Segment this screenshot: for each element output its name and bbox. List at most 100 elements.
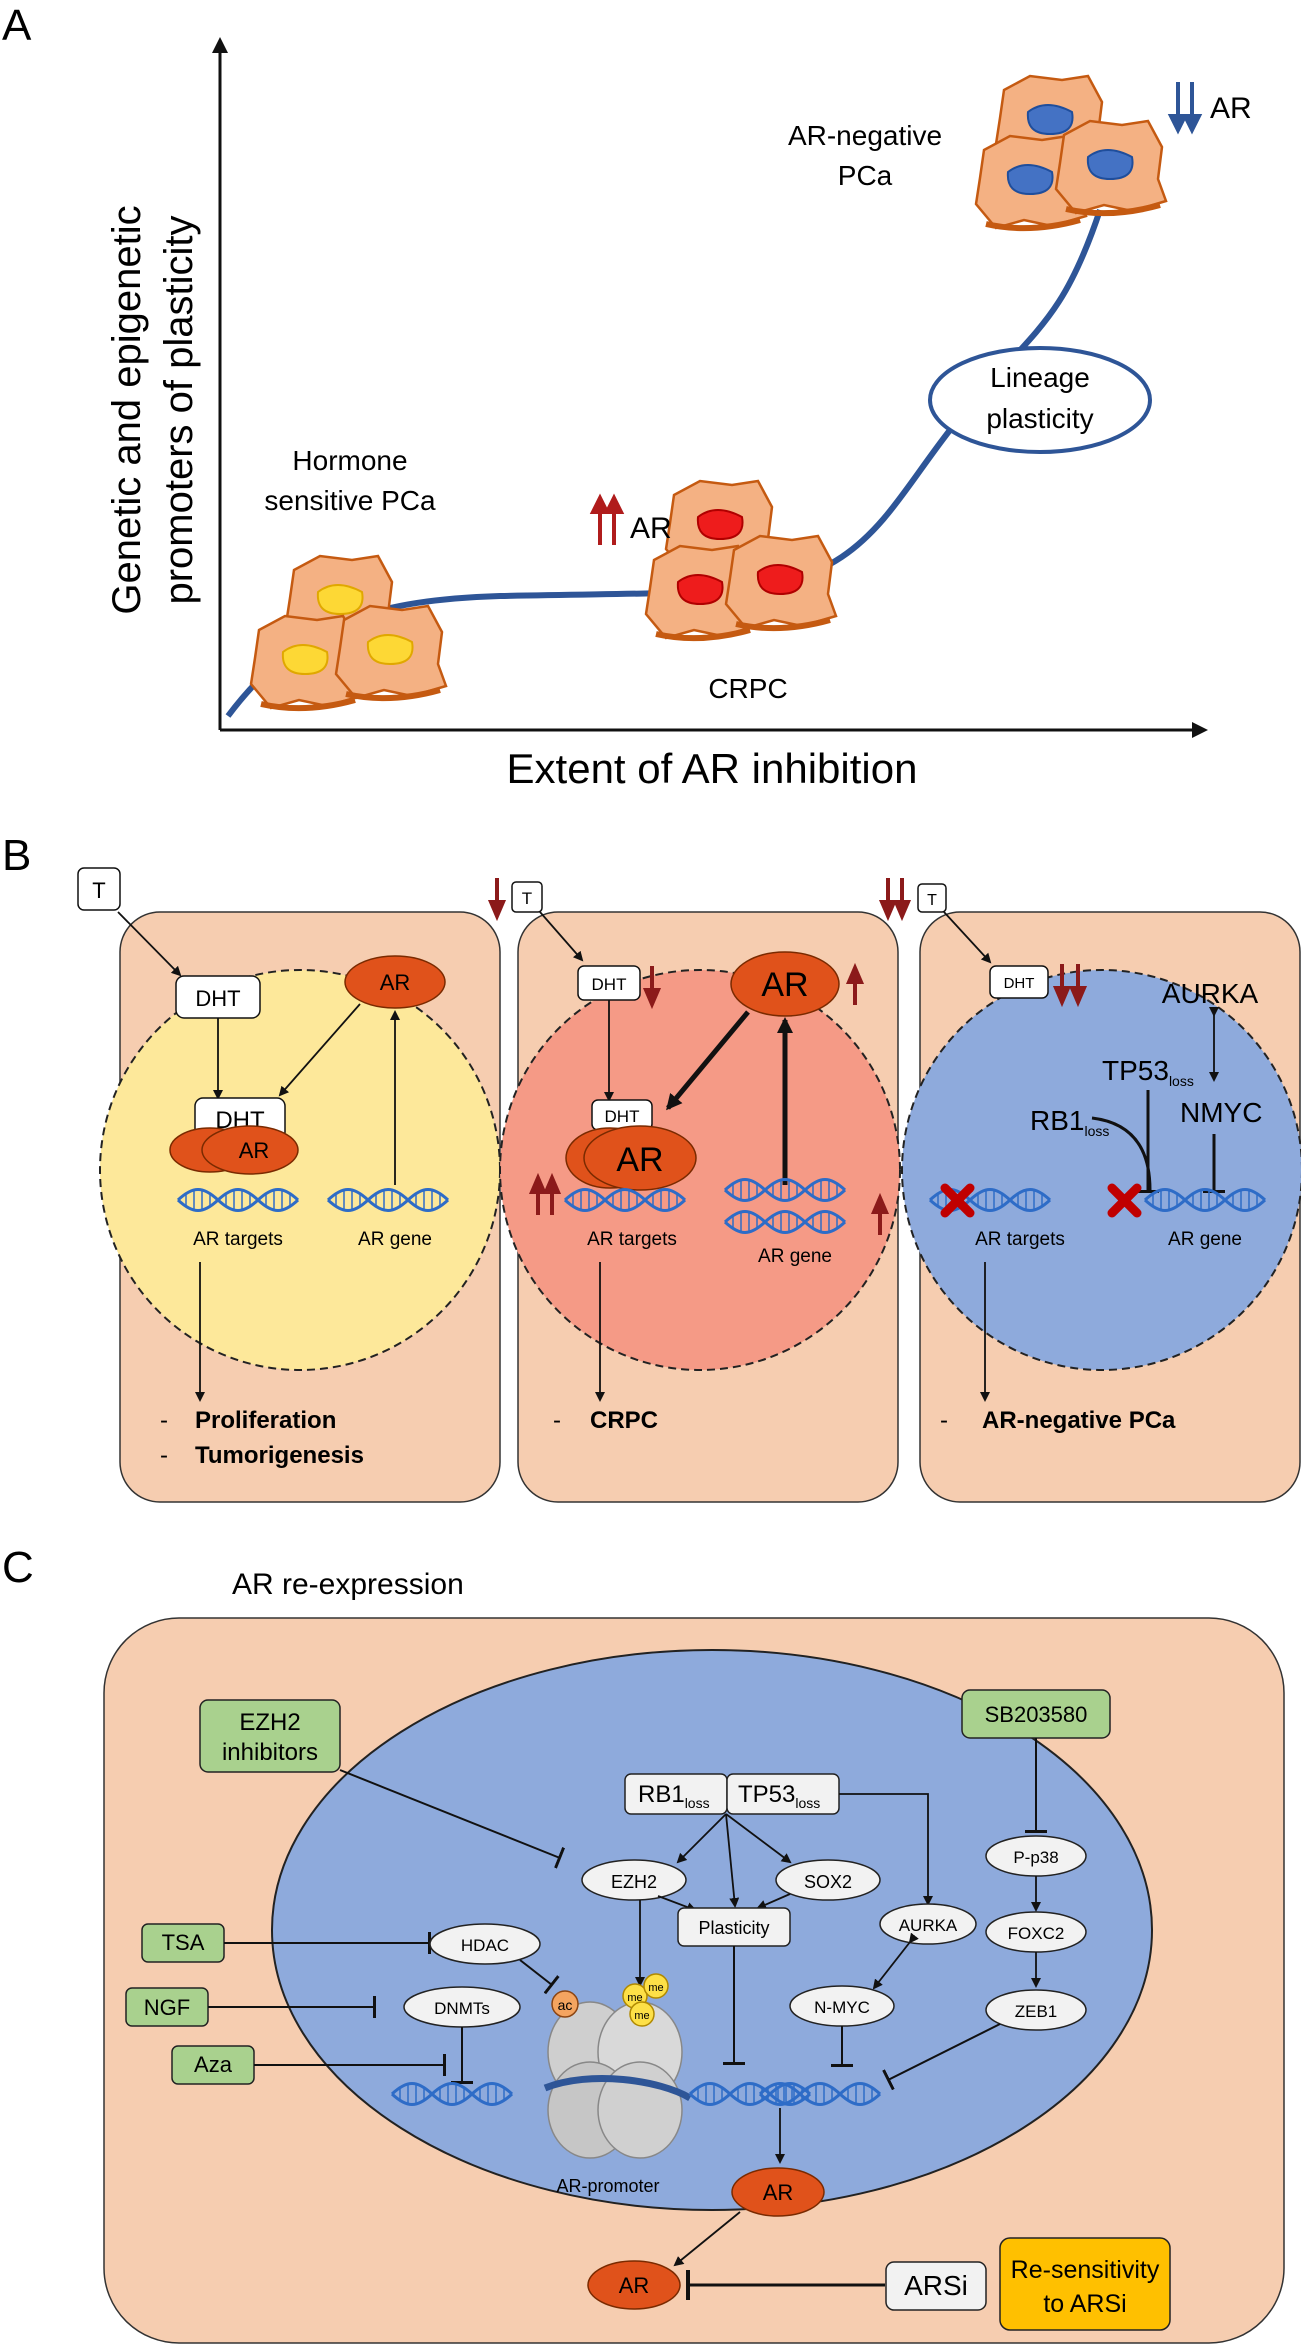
- ar-nuclear-c-label: AR: [763, 2180, 794, 2205]
- tp53-label-b: TP53loss: [1102, 1055, 1194, 1089]
- aurka-label-b: AURKA: [1162, 978, 1259, 1009]
- dht-cyto-label: DHT: [195, 986, 240, 1011]
- ezh2-inhibitors-box: [199, 1699, 341, 1773]
- t-to-dht-arrow-2: [539, 911, 584, 962]
- ar-targets-label-1: AR targets: [193, 1229, 283, 1250]
- dht-nuclear-label-2: DHT: [605, 1107, 640, 1126]
- hdac-label: HDAC: [461, 1936, 509, 1955]
- rb1-text-b: RB1: [1030, 1105, 1084, 1136]
- ar-dht-complex: DHT AR: [169, 1097, 299, 1175]
- ar-cyto-label: AR: [380, 970, 411, 995]
- ar-nuclear-c: [731, 2167, 825, 2217]
- cell-hormone-sensitive: [99, 911, 501, 1503]
- ar-negative-outcome-label: AR-negative PCa: [982, 1407, 1176, 1434]
- sb203580-label: SB203580: [985, 1702, 1088, 1727]
- ar-negative-cells: [976, 76, 1166, 228]
- crpc-label: CRPC: [708, 673, 787, 704]
- y-axis-label-line1: Genetic and epigenetic: [105, 205, 149, 614]
- panel-letter-b: B: [2, 831, 31, 880]
- methyl-mark-3: [629, 2001, 655, 2027]
- cell-ar-negative: [901, 911, 1301, 1503]
- panel-c-title: AR re-expression: [232, 1568, 464, 1601]
- t-box: [77, 867, 121, 911]
- zeb1-inhibit-line: [882, 2023, 1001, 2091]
- ar-cyto-oval: [344, 955, 446, 1009]
- t-box-3: [917, 883, 947, 913]
- hdac-node: [429, 1923, 541, 1965]
- t-to-dht-arrow-3: [943, 911, 992, 964]
- lineage-plasticity-line1: Lineage: [990, 362, 1090, 393]
- ar-up-arrow-icon: [845, 962, 865, 1005]
- t-down-arrow-icon: [487, 878, 507, 922]
- foxc2-label: FOXC2: [1008, 1924, 1065, 1943]
- dash-4: -: [940, 1407, 948, 1434]
- nucleosome-icon: [543, 2001, 692, 2159]
- sox2-to-plasticity: [756, 1893, 791, 1910]
- resensitivity-line1: Re-sensitivity: [1011, 2256, 1160, 2284]
- ar-nuclear-label: AR: [239, 1138, 270, 1163]
- arsi-label: ARSi: [904, 2270, 968, 2301]
- resensitivity-line2: to ARSi: [1043, 2290, 1126, 2318]
- nmyc-label-b: NMYC: [1180, 1097, 1262, 1128]
- tumorigenesis-label: Tumorigenesis: [195, 1442, 364, 1469]
- panel-letter-c: C: [2, 1543, 34, 1592]
- lineage-plasticity-oval: [928, 346, 1152, 454]
- ar-cyto-label-2: AR: [761, 966, 808, 1004]
- tp53-to-aurka: [839, 1793, 933, 1906]
- ar-negative-label-line1: AR-negative: [788, 120, 942, 151]
- ar-export-arrow: [673, 2211, 741, 2267]
- ezh2-node: [581, 1859, 687, 1901]
- lineage-plasticity-line2: plasticity: [986, 403, 1093, 434]
- rb1-inhibit-line: [1091, 1116, 1152, 1191]
- hormone-sensitive-cells: [251, 556, 446, 708]
- ezh2-inhibitors-line1: EZH2: [239, 1709, 300, 1736]
- hormone-sensitive-label-line1: Hormone: [292, 445, 407, 476]
- ar-gene-label-3: AR gene: [1168, 1229, 1242, 1250]
- rb1-to-ezh2: [676, 1813, 727, 1864]
- tp53-loss-sub-b: loss: [1169, 1073, 1194, 1089]
- resensitivity-box: [999, 2237, 1171, 2331]
- sox2-label: SOX2: [804, 1872, 852, 1892]
- rb1-to-sox2: [725, 1813, 792, 1864]
- tp53-loss-label-c: TP53loss: [738, 1781, 820, 1811]
- arsi-box: [885, 2261, 987, 2311]
- dht-down-arrow-icon: [642, 966, 662, 1010]
- rb1-to-plasticity: [725, 1813, 740, 1908]
- rb1-loss-label-c: RB1loss: [638, 1781, 710, 1811]
- t-label-3: T: [927, 892, 937, 909]
- ar-cyto-c-label: AR: [619, 2273, 650, 2298]
- pp38-label: P-p38: [1013, 1848, 1058, 1867]
- methyl-label-1: me: [627, 1992, 642, 2004]
- t-to-dht-arrow: [117, 911, 182, 977]
- dht-cyto-box-3: [989, 965, 1049, 999]
- ar-up-label: AR: [630, 512, 672, 545]
- t-label: T: [92, 878, 105, 903]
- ezh2-inhibitors-line2: inhibitors: [222, 1739, 318, 1766]
- zeb1-label: ZEB1: [1015, 2002, 1058, 2021]
- tp53-text-b: TP53: [1102, 1055, 1169, 1086]
- tp53-text-c: TP53: [738, 1781, 795, 1808]
- ar-cyto-c: [587, 2260, 681, 2310]
- methyl-label-3: me: [634, 2010, 649, 2022]
- ar-down-arrows-icon: [1167, 82, 1203, 135]
- dht-cyto-label-3: DHT: [1004, 975, 1035, 992]
- rb1-loss-sub-b: loss: [1084, 1123, 1109, 1139]
- cross-icon-gene: [1107, 1183, 1142, 1218]
- ezh2-inhibitors-line: [339, 1769, 566, 1869]
- tsa-label: TSA: [162, 1930, 205, 1955]
- dash-3: -: [553, 1407, 561, 1434]
- ar-targets-label-3: AR targets: [975, 1229, 1065, 1250]
- ar-promoter-label: AR-promoter: [556, 2176, 659, 2196]
- targets-up-arrows-icon: [528, 1172, 562, 1215]
- aurka-label-c: AURKA: [899, 1916, 958, 1935]
- crpc-outcome-label: CRPC: [590, 1407, 658, 1434]
- ar-negative-label-line2: PCa: [838, 160, 893, 191]
- dash-1: -: [160, 1407, 168, 1434]
- plasticity-label: Plasticity: [698, 1918, 769, 1938]
- hormone-sensitive-label-line2: sensitive PCa: [264, 485, 436, 516]
- methyl-label-2: me: [648, 1982, 663, 1994]
- ar-down-label: AR: [1210, 92, 1252, 125]
- cross-icon-targets: [940, 1183, 975, 1218]
- zeb1-node: [985, 1989, 1087, 2031]
